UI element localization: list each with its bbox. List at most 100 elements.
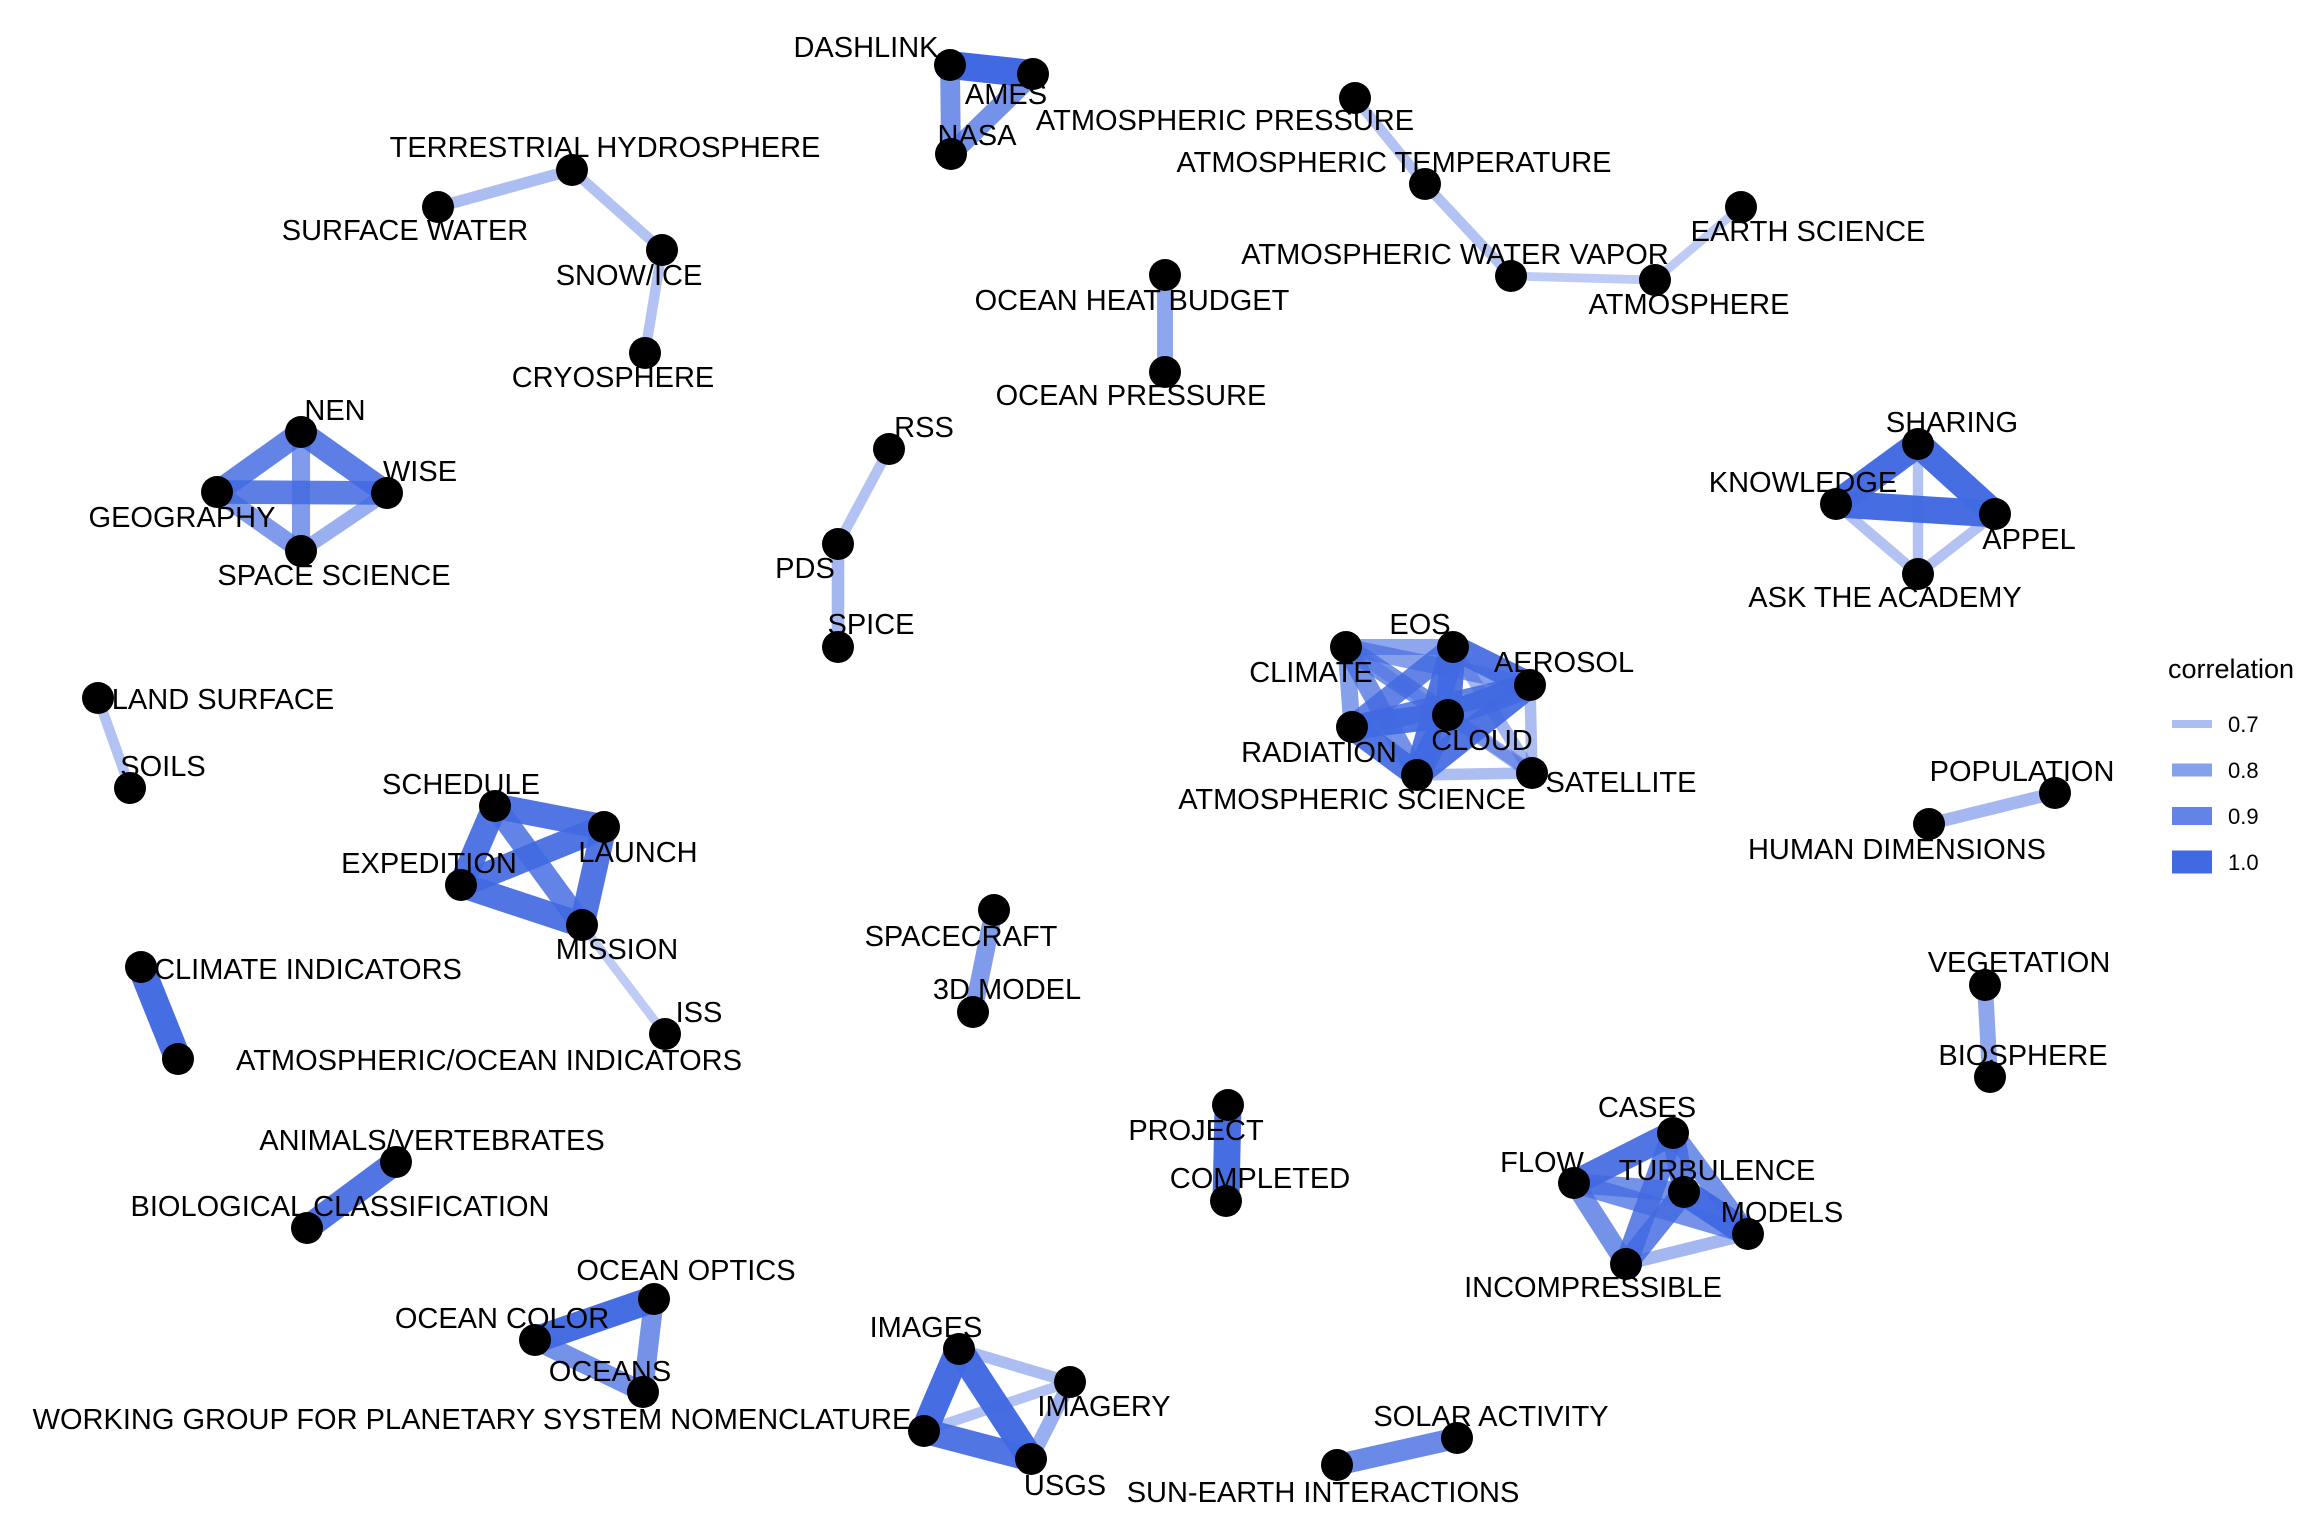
node-label-ask_academy: ASK THE ACADEMY [1748, 582, 2021, 614]
node-label-terr_hydrosphere: TERRESTRIAL HYDROSPHERE [390, 132, 821, 164]
node-earth_science [1725, 191, 1757, 223]
node-label-bio_classification: BIOLOGICAL CLASSIFICATION [131, 1191, 550, 1223]
edge-models-incompressible [1624, 1227, 1750, 1271]
node-space_science [285, 535, 317, 567]
node-land_surface [82, 682, 114, 714]
node-label-spice: SPICE [827, 609, 914, 641]
edge-launch-expedition [456, 815, 609, 897]
node-label-soils: SOILS [120, 751, 205, 783]
node-label-launch: LAUNCH [578, 837, 697, 869]
edge-atm_water_vapor-atmosphere [1510, 271, 1656, 285]
node-sun_earth [1321, 1449, 1353, 1481]
node-atm_temperature [1409, 168, 1441, 200]
node-images [943, 1333, 975, 1365]
edge-solar_activity-sun_earth [1334, 1427, 1460, 1476]
node-label-model_3d: 3D MODEL [933, 974, 1081, 1006]
node-iss [649, 1018, 681, 1050]
edge-atm_pressure-atm_temperature [1350, 94, 1430, 188]
node-spacecraft [978, 894, 1010, 926]
node-usgs [1015, 1443, 1047, 1475]
node-label-ocean_heat_budget: OCEAN HEAT BUDGET [975, 285, 1290, 317]
node-label-atm_ocean_indicators: ATMOSPHERIC/OCEAN INDICATORS [236, 1045, 742, 1077]
node-label-ocean_pressure: OCEAN PRESSURE [996, 380, 1267, 412]
node-label-wise: WISE [383, 456, 457, 488]
node-label-aerosol: AEROSOL [1494, 647, 1634, 679]
label-layer: DASHLINK AMES NASA ATMOSPHERIC PRESSURE ATMO… [33, 32, 2115, 1509]
node-label-ames: AMES [965, 79, 1047, 111]
edge-ames-nasa [944, 66, 1040, 162]
node-rss [873, 433, 905, 465]
edge-animals_vertebrates-bio_classification [299, 1151, 404, 1239]
edge-wise-space_science [297, 487, 391, 557]
node-ocean_color [519, 1324, 551, 1356]
node-layer [82, 49, 2071, 1481]
legend-key-0.7 [2172, 720, 2212, 728]
node-appel [1979, 498, 2011, 530]
edge-ocean_optics-ocean_color [530, 1286, 659, 1353]
node-label-usgs: USGS [1024, 1470, 1106, 1502]
edge-flow-incompressible [1565, 1177, 1635, 1270]
legend-label-0.9: 0.9 [2228, 804, 2259, 829]
node-atm_science [1401, 759, 1433, 791]
node-label-iss: ISS [676, 997, 723, 1029]
node-wise [371, 477, 403, 509]
node-label-cloud: CLOUD [1431, 725, 1533, 757]
edge-project-completed [1212, 1104, 1242, 1202]
node-schedule [479, 790, 511, 822]
node-spice [822, 631, 854, 663]
node-atm_water_vapor [1495, 260, 1527, 292]
edge-knowledge-appel [1835, 490, 1996, 528]
node-cloud [1432, 699, 1464, 731]
node-label-turbulence: TURBULENCE [1619, 1155, 1816, 1187]
node-oceans [627, 1376, 659, 1408]
node-imagery [1054, 1366, 1086, 1398]
edge-images-usgs [947, 1341, 1043, 1467]
node-project [1212, 1089, 1244, 1121]
node-completed [1210, 1185, 1242, 1217]
node-ames [1017, 58, 1049, 90]
node-biosphere [1974, 1061, 2006, 1093]
node-cryosphere [629, 337, 661, 369]
node-label-spacecraft: SPACECRAFT [865, 921, 1058, 953]
node-surface_water [422, 191, 454, 223]
edge-atmosphere-earth_science [1652, 203, 1744, 284]
node-ocean_pressure [1149, 356, 1181, 388]
node-label-flow: FLOW [1500, 1147, 1584, 1179]
legend-key-1.0 [2172, 850, 2212, 874]
node-label-geography: GEOGRAPHY [89, 502, 276, 534]
legend: correlation 0.70.80.91.0 [2168, 654, 2294, 875]
node-label-atm_temperature: ATMOSPHERIC TEMPERATURE [1176, 147, 1611, 179]
node-label-nen: NEN [304, 395, 365, 427]
node-label-atm_pressure: ATMOSPHERIC PRESSURE [1036, 105, 1414, 137]
node-label-eos: EOS [1389, 609, 1450, 641]
node-climate_indicators [125, 951, 157, 983]
node-label-animals_vertebrates: ANIMALS/VERTEBRATES [259, 1125, 604, 1157]
node-label-satellite: SATELLITE [1546, 767, 1697, 799]
edge-expedition-mission [457, 872, 586, 938]
edge-snow_ice-cryosphere [639, 249, 668, 354]
node-radiation [1336, 711, 1368, 743]
node-snow_ice [646, 234, 678, 266]
edge-cloud-satellite [1443, 709, 1537, 779]
node-flow [1558, 1167, 1590, 1199]
node-label-nasa: NASA [938, 120, 1018, 152]
node-label-oceans: OCEANS [549, 1356, 671, 1388]
edge-atm_science-satellite [1416, 767, 1533, 781]
legend-label-1.0: 1.0 [2228, 850, 2259, 875]
node-label-pds: PDS [775, 553, 835, 585]
node-mission [566, 909, 598, 941]
node-population [2039, 777, 2071, 809]
legend-label-0.7: 0.7 [2228, 712, 2259, 737]
node-satellite [1516, 757, 1548, 789]
node-bio_classification [291, 1212, 323, 1244]
node-human_dimensions [1913, 808, 1945, 840]
node-atm_pressure [1339, 82, 1371, 114]
edge-rss-pds [833, 446, 894, 547]
edge-population-human_dimensions [1927, 786, 2057, 831]
node-terr_hydrosphere [556, 154, 588, 186]
node-model_3d [957, 996, 989, 1028]
node-label-dashlink: DASHLINK [793, 32, 939, 64]
edge-geography-space_science [211, 484, 307, 559]
node-vegetation [1969, 969, 2001, 1001]
node-models [1732, 1218, 1764, 1250]
